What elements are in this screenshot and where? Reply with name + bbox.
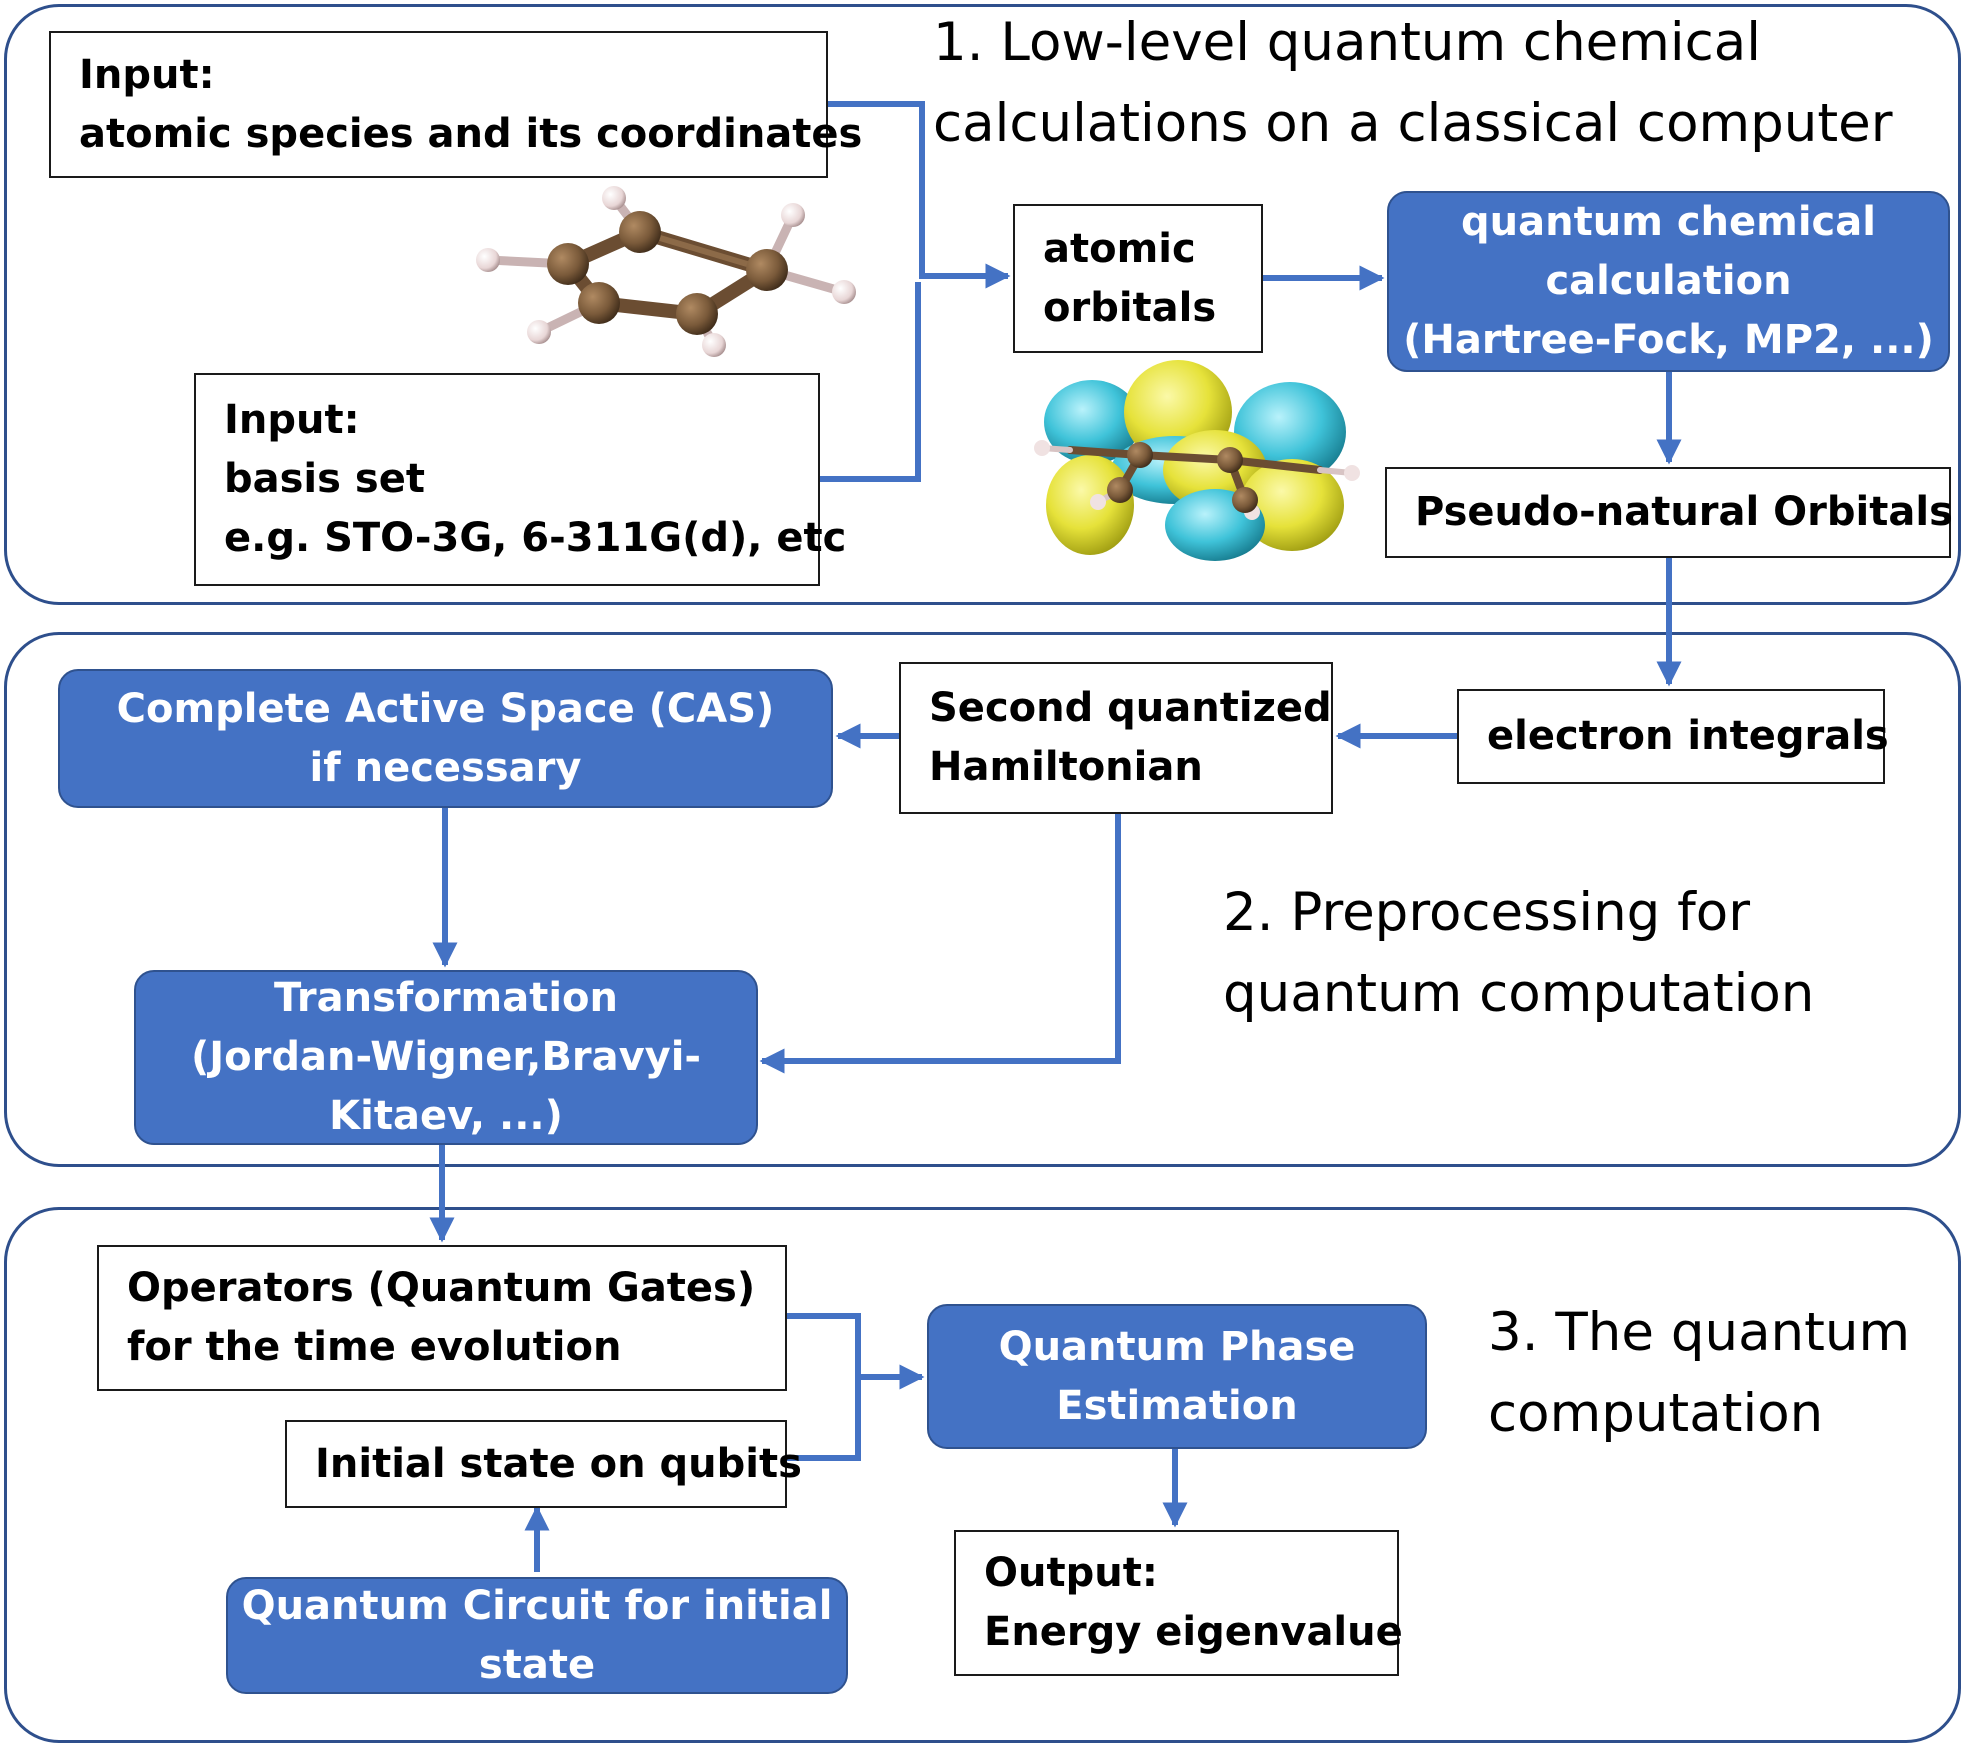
carbon-atom	[547, 243, 589, 285]
hydrogen-atom	[602, 186, 626, 210]
carbon-atom	[1232, 487, 1258, 513]
box-line: Complete Active Space (CAS)	[116, 685, 775, 732]
output-box: Output: Energy eigenvalue	[954, 1530, 1403, 1676]
input-basis-box: Input: basis set e.g. STO-3G, 6-311G(d),…	[194, 373, 847, 586]
orbital-lobe-cyan	[1044, 380, 1140, 464]
box-line: Energy eigenvalue	[984, 1609, 1403, 1655]
carbon-atom	[676, 293, 718, 335]
box-line: Estimation	[1056, 1382, 1298, 1429]
box-line: Output:	[984, 1550, 1158, 1596]
hydrogen-atom	[781, 203, 805, 227]
box-line: Input:	[224, 397, 360, 443]
carbon-atom	[619, 211, 661, 253]
complete-active-space-box: Complete Active Space (CAS) if necessary	[58, 669, 833, 808]
connector-initial-state	[787, 1380, 861, 1461]
box-line: basis set	[224, 456, 425, 502]
heading-line: quantum computation	[1223, 963, 1815, 1024]
quantum-phase-estimation-box: Quantum Phase Estimation	[927, 1304, 1427, 1449]
initial-state-box: Initial state on qubits	[285, 1420, 802, 1508]
hydrogen-atom	[1344, 465, 1360, 481]
box-line: Quantum Circuit for initial	[241, 1582, 833, 1629]
box-line: Transformation	[274, 975, 618, 1021]
box-line: Initial state on qubits	[315, 1440, 802, 1487]
box-line: quantum chemical	[1461, 199, 1876, 245]
heading-line: 2. Preprocessing for	[1223, 882, 1751, 943]
box-line: atomic species and its coordinates	[79, 110, 863, 157]
section-heading-quantum: 3. The quantum computation	[1488, 1292, 1910, 1454]
box-line: (Hartree-Fock, MP2, ...)	[1403, 317, 1934, 363]
connector-input-basis	[820, 282, 921, 482]
atomic-orbitals-box: atomic orbitals	[1013, 204, 1263, 353]
second-quantized-hamiltonian-box: Second quantized Hamiltonian	[899, 662, 1333, 814]
transformation-box: Transformation (Jordan-Wigner,Bravyi- Ki…	[134, 970, 758, 1145]
heading-line: 1. Low-level quantum chemical	[933, 12, 1761, 73]
carbon-atom	[1127, 442, 1153, 468]
box-line: orbitals	[1043, 284, 1217, 331]
box-line: Input:	[79, 51, 215, 98]
carbon-atom	[746, 249, 788, 291]
hydrogen-atom	[1090, 494, 1106, 510]
operators-box: Operators (Quantum Gates) for the time e…	[97, 1245, 787, 1391]
box-line: if necessary	[309, 744, 582, 791]
connector-operators	[787, 1313, 925, 1390]
pseudo-natural-orbitals-box: Pseudo-natural Orbitals	[1385, 467, 1953, 558]
hydrogen-atom	[832, 280, 856, 304]
box-line: e.g. STO-3G, 6-311G(d), etc	[224, 515, 847, 561]
box-line: Second quantized	[929, 685, 1332, 731]
section-heading-classical: 1. Low-level quantum chemical calculatio…	[933, 2, 1893, 164]
hydrogen-atom	[527, 320, 551, 344]
heading-line: 3. The quantum	[1488, 1302, 1911, 1363]
carbon-atom	[1217, 447, 1243, 473]
orbital-lobe-yellow	[1240, 459, 1344, 551]
arrow-hamiltonian-to-transformation	[759, 814, 1121, 1074]
box-line: for the time evolution	[127, 1324, 622, 1370]
box-line: Hamiltonian	[929, 744, 1203, 790]
benzene-molecule-illustration	[476, 186, 856, 357]
quantum-chemical-calculation-box: quantum chemical calculation (Hartree-Fo…	[1387, 191, 1950, 372]
hydrogen-atom	[476, 248, 500, 272]
hydrogen-atom	[702, 333, 726, 357]
box-line: Operators (Quantum Gates)	[127, 1265, 756, 1311]
connector-input-atoms	[828, 101, 1011, 289]
carbon-atom	[578, 282, 620, 324]
box-line: Quantum Phase	[998, 1323, 1356, 1370]
electron-integrals-box: electron integrals	[1457, 689, 1889, 784]
box-line: (Jordan-Wigner,Bravyi-	[190, 1034, 702, 1080]
quantum-circuit-initial-state-box: Quantum Circuit for initial state	[226, 1577, 848, 1694]
box-line: Kitaev, ...)	[329, 1093, 563, 1139]
orbital-lobe-yellow	[1046, 455, 1134, 555]
section-heading-preprocessing: 2. Preprocessing for quantum computation	[1223, 872, 1814, 1034]
molecular-orbital-illustration	[1034, 360, 1360, 561]
hydrogen-atom	[1034, 440, 1050, 456]
heading-line: calculations on a classical computer	[933, 93, 1893, 154]
input-atoms-box: Input: atomic species and its coordinate…	[49, 31, 863, 178]
box-line: state	[478, 1641, 596, 1688]
carbon-atom	[1107, 477, 1133, 503]
heading-line: computation	[1488, 1383, 1824, 1444]
box-line: electron integrals	[1487, 713, 1889, 759]
box-line: Pseudo-natural Orbitals	[1415, 489, 1953, 535]
box-line: calculation	[1545, 258, 1792, 304]
box-line: atomic	[1043, 225, 1196, 272]
